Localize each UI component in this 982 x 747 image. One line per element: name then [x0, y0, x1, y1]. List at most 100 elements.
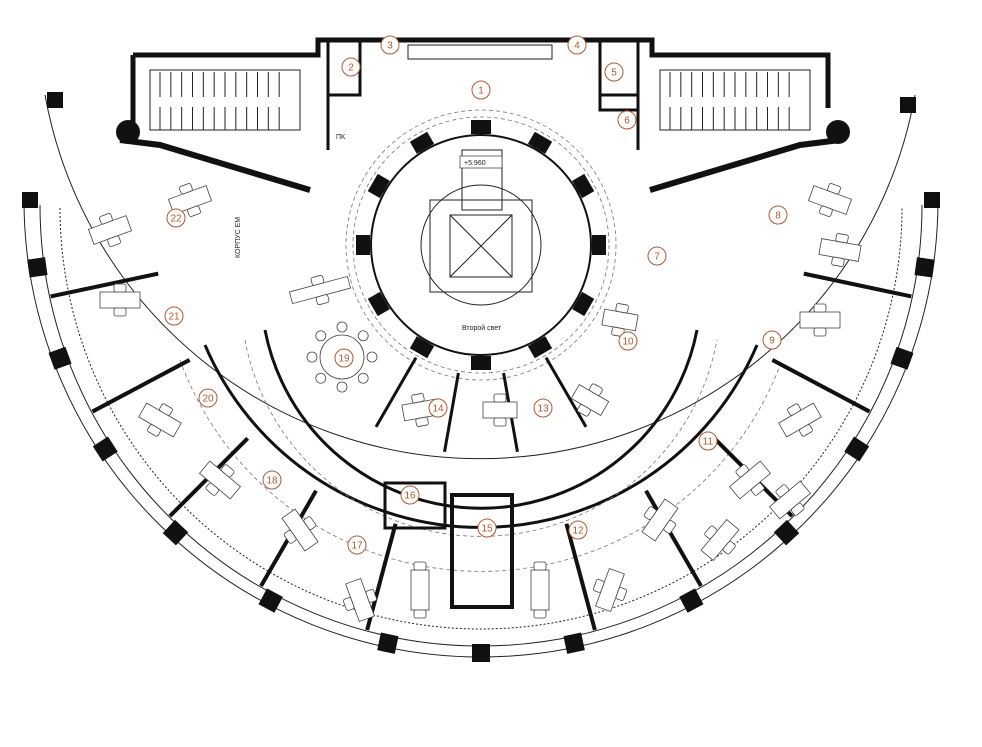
- facade-pier: [679, 588, 704, 613]
- room-tag-circle: [334, 348, 354, 368]
- room-tag-circle: [698, 431, 718, 451]
- facade-pier: [22, 192, 38, 208]
- room-number: 9: [769, 336, 775, 347]
- chair: [113, 283, 127, 293]
- rear-block: [116, 37, 850, 193]
- left-corridor-label: КОРПУС ЕМ: [235, 217, 242, 258]
- facade-pier: [48, 346, 72, 370]
- room-tag-circle: [428, 398, 448, 418]
- room-number: 17: [351, 541, 363, 552]
- room-number: 15: [481, 524, 493, 535]
- facade-pier: [162, 519, 189, 546]
- partition-wall: [564, 523, 597, 631]
- chair: [750, 482, 765, 496]
- desk-group: [818, 233, 862, 267]
- facade-pier: [563, 632, 585, 654]
- chair: [704, 525, 718, 540]
- chair: [827, 183, 841, 195]
- atrium-pier: [527, 131, 553, 154]
- chair: [187, 205, 201, 217]
- desk-group: [601, 303, 639, 337]
- chair: [365, 589, 377, 603]
- room-number: 21: [168, 312, 180, 323]
- chair: [589, 383, 603, 396]
- room-tag-circle: [647, 246, 667, 266]
- desk-group: [410, 561, 430, 619]
- atrium-pier: [356, 235, 370, 255]
- facade-pier: [47, 92, 63, 108]
- chair: [813, 303, 827, 313]
- desk-group: [799, 303, 841, 337]
- facade-pier: [258, 588, 283, 613]
- facade-pier: [92, 436, 118, 462]
- room-tag-circle: [400, 485, 420, 505]
- chair: [357, 330, 369, 342]
- chair: [310, 274, 325, 286]
- chair: [813, 327, 827, 337]
- level-mark-box: [459, 155, 503, 169]
- chair: [819, 205, 833, 217]
- room-number: 12: [572, 526, 584, 537]
- facade-pier: [472, 644, 490, 662]
- room-number: 10: [622, 337, 634, 348]
- chair: [159, 403, 173, 416]
- desk-group: [198, 460, 242, 500]
- chair: [179, 183, 193, 195]
- chair: [593, 579, 605, 593]
- chair: [113, 307, 127, 317]
- chair: [315, 372, 327, 384]
- room-tag-circle: [567, 35, 587, 55]
- desk-group: [641, 498, 679, 542]
- chair: [643, 506, 657, 520]
- chair: [835, 233, 849, 244]
- chair: [205, 482, 220, 496]
- desk-group: [570, 383, 610, 417]
- room-number: 8: [775, 211, 781, 222]
- desk-group: [167, 183, 213, 217]
- atrium-pier: [367, 173, 390, 199]
- room-tag-circle: [198, 388, 218, 408]
- room-number: 13: [537, 404, 549, 415]
- desk-group: [138, 402, 182, 438]
- chair: [357, 372, 369, 384]
- chair: [315, 330, 327, 342]
- desk: [482, 401, 518, 419]
- room-tag-circle: [604, 62, 624, 82]
- room-number: 19: [338, 354, 350, 365]
- facade-pier: [377, 632, 399, 654]
- desk-group: [87, 213, 133, 247]
- chair: [147, 424, 161, 437]
- room-number: 6: [624, 116, 630, 127]
- chair: [343, 597, 355, 611]
- desk-group: [700, 518, 740, 562]
- desk: [601, 308, 639, 332]
- chair: [306, 351, 318, 363]
- chair: [366, 351, 378, 363]
- chair: [775, 484, 790, 498]
- room-number: 22: [170, 214, 182, 225]
- facade-piers: [22, 92, 940, 662]
- desk: [99, 291, 141, 309]
- partition-wall: [803, 271, 912, 299]
- chair: [799, 424, 813, 437]
- desk-group: [530, 561, 550, 619]
- chair: [411, 393, 425, 404]
- chair: [493, 417, 507, 427]
- room-number: 18: [266, 476, 278, 487]
- desk-group: [343, 577, 377, 623]
- facade-pier: [900, 97, 916, 113]
- room-tag-circle: [617, 110, 637, 130]
- chair: [336, 321, 348, 333]
- room-number: 14: [432, 404, 444, 415]
- room-tag-circle: [164, 306, 184, 326]
- desk-group: [482, 393, 518, 427]
- chair: [615, 587, 627, 601]
- desk: [410, 569, 430, 611]
- room-tag-circle: [768, 205, 788, 225]
- desk: [700, 518, 740, 562]
- desk-group: [778, 402, 822, 438]
- atrium-pier: [471, 356, 491, 370]
- desk-group: [288, 274, 352, 306]
- chair: [533, 609, 547, 619]
- chair: [663, 520, 677, 534]
